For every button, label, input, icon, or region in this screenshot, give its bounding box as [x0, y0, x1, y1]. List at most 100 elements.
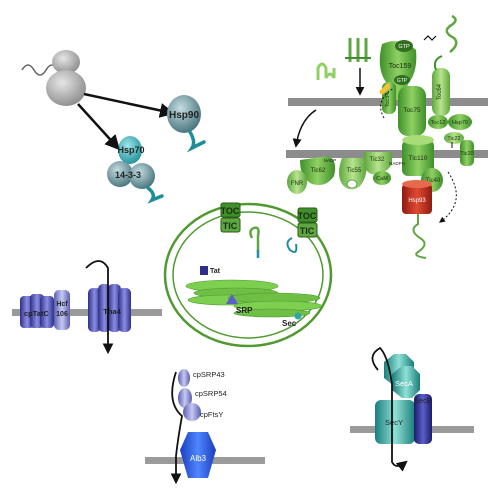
toc-tic-panel: Toc159 GTP Toc34 GTP Toc75 Toc64 Toc12 H…: [286, 14, 488, 259]
alb3-protein: [180, 432, 216, 478]
arrow-to-hsp70-complex: [77, 103, 121, 151]
toc34-label: Toc34: [385, 93, 391, 108]
fnr-label: FNR: [291, 181, 304, 187]
sece-protein: [414, 394, 432, 444]
toc12-protein: [428, 115, 448, 129]
hsp70-protein: [118, 136, 142, 164]
hsp90-protein: [167, 95, 201, 133]
imported-protein: [412, 214, 427, 259]
chloroplast-outer-envelope: [163, 202, 333, 348]
fnr-protein: [287, 170, 307, 194]
tat-pathway-panel: cpTatC Hcf 106 Tha4: [12, 260, 162, 355]
sece-label: SecE: [415, 398, 432, 405]
ribosome-large-subunit: [46, 70, 86, 106]
seca-lower: [392, 366, 420, 398]
stromal-preprotein-teal: [286, 237, 298, 253]
tic22-label: Tic22: [447, 136, 460, 142]
nadph-label: NADPH: [389, 161, 405, 166]
cptatc-segment-3: [40, 296, 54, 328]
tic55-label: Tic55: [347, 168, 362, 174]
tha4-ring-1: [88, 288, 101, 332]
preprotein-right: [445, 14, 458, 53]
stromal-preprotein-green: [249, 226, 260, 252]
sec-marker: [294, 312, 302, 320]
cptatc-label: cpTatC: [24, 309, 49, 318]
tic32-label: Tic32: [370, 157, 385, 163]
sec-pathway-panel: SecA SecY SecE: [350, 346, 474, 472]
cam-protein: [373, 171, 391, 185]
secy-label: SecY: [385, 418, 403, 427]
srp-marker: [226, 294, 238, 304]
gtp-label-a: GTP: [398, 44, 410, 50]
tic110-label: Tic110: [409, 155, 428, 162]
seca-label: SecA: [395, 379, 413, 388]
protein-14-3-3-left: [107, 161, 133, 187]
cpsrp54-protein: [178, 388, 192, 408]
ribosome-small-subunit: [52, 50, 80, 74]
tha4-label: Tha4: [103, 307, 121, 316]
gtp-bubble-a: [395, 40, 413, 52]
phospho-mark: [423, 35, 437, 41]
tic-right-box: [297, 222, 318, 238]
toc64-label: Toc64: [437, 83, 443, 100]
ims-hsp70-protein: [448, 114, 472, 130]
hcf106-protein: [54, 290, 70, 330]
arrow-outer-to-inner: [292, 109, 317, 148]
nadp-label: NADP: [324, 158, 337, 163]
dashed-guide-stroma: [439, 171, 457, 223]
gtp-bubble-b: [394, 75, 410, 85]
tat-thylakoid-membrane: [12, 309, 162, 316]
tic32-protein: [364, 152, 392, 175]
ims-hsp70-label: Hsp70: [452, 120, 468, 126]
tic-left-label: TIC: [223, 221, 238, 231]
cpsrp43-protein: [178, 369, 190, 387]
protein-14-3-3-label: 14-3-3: [115, 170, 141, 180]
tic20-protein: [460, 140, 474, 166]
tha4-ring-3: [108, 284, 121, 332]
toc64-tpr: [433, 55, 443, 71]
gtp-label-b: GTP: [397, 78, 408, 84]
chloroplast-panel: TOC TIC TOC TIC Tat SRP Sec: [163, 202, 333, 348]
tic-right-label: TIC: [300, 226, 315, 236]
cam-label: CaM: [376, 176, 388, 182]
hsp90-label: Hsp90: [169, 110, 199, 121]
toc-left-label: TOC: [221, 206, 240, 216]
tat-substrate-arrow: [85, 260, 114, 355]
toc75-label: Toc75: [403, 107, 421, 114]
cpsrp43-label: cpSRP43: [193, 370, 225, 379]
tic62-protein: [300, 156, 336, 185]
srp-substrate-path: [170, 371, 183, 485]
tic40-label: Tic40: [426, 178, 441, 184]
preprotein-left: [316, 62, 336, 80]
srp-label: SRP: [236, 306, 253, 315]
hsp90-tail: [186, 130, 206, 153]
toc64-protein: [432, 68, 450, 116]
sec-substrate-path: [371, 346, 408, 472]
hcf106-label-b: 106: [56, 311, 68, 318]
tha4-ring-4: [118, 288, 131, 332]
tat-marker: [200, 266, 208, 275]
toc-left-box: [220, 202, 241, 218]
toc-right-box: [297, 207, 318, 223]
hsp93-label: Hsp93: [408, 198, 426, 204]
alb3-label: Alb3: [190, 454, 207, 463]
tic-left-box: [220, 217, 241, 233]
hsp93-top: [402, 180, 432, 188]
dashed-guide-toc: [380, 87, 395, 119]
precursor-wave: [21, 64, 59, 76]
complex-tail: [146, 186, 164, 204]
cytosolic-chaperone-panel: Hsp90 Hsp70 14-3-3: [21, 50, 206, 204]
srp-pathway-panel: cpSRP43 cpSRP54 cpFtsY Alb3: [145, 369, 265, 485]
tic55-protein: [339, 158, 367, 190]
hcf106-label-a: Hcf: [56, 301, 68, 308]
toc-right-label: TOC: [298, 211, 317, 221]
secy-protein: [375, 400, 415, 444]
thylakoid-6: [233, 308, 311, 318]
cpftsy-label: cpFtsY: [200, 410, 223, 419]
tic55-cluster: [346, 179, 358, 189]
tic20-label: Tic20: [460, 151, 473, 157]
cpftsy-protein: [183, 403, 201, 421]
hsp93-protein: [402, 184, 432, 214]
